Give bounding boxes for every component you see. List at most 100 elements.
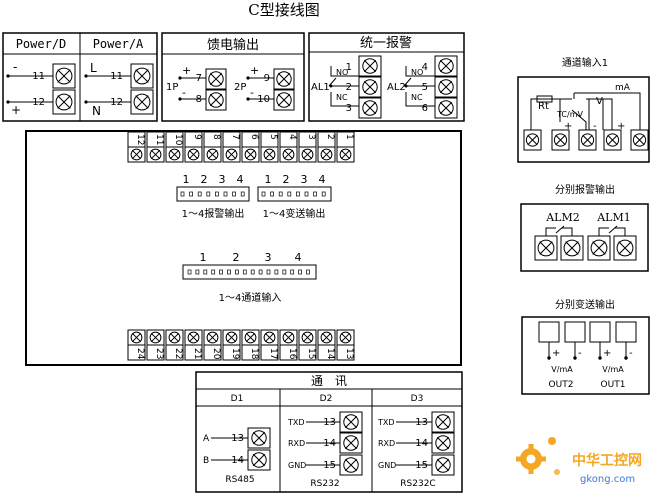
comm-d2-header: D2 bbox=[320, 394, 333, 404]
screw-terminal bbox=[434, 76, 458, 98]
main-bottom-screw-terminal bbox=[317, 329, 336, 346]
main-bottom-terminal-numbers: 24 23 22 21 20 19 18 17 16 15 14 13 bbox=[135, 348, 354, 360]
separate-alarm-terminal bbox=[613, 235, 637, 261]
main-bottom-num: 22 bbox=[173, 348, 183, 359]
main-top-screw-terminal bbox=[203, 146, 222, 163]
comm-d3-num: 13 bbox=[415, 417, 428, 428]
power-ac-terminals: L 11 N 12 bbox=[84, 61, 131, 118]
channel-input-sign-plus: + bbox=[564, 121, 572, 132]
screw-terminal bbox=[205, 89, 227, 111]
alarm-slot-connector bbox=[176, 186, 250, 202]
feed-wire-dot bbox=[246, 76, 250, 80]
out1-sign-plus: + bbox=[603, 348, 611, 359]
main-panel: 12 11 10 9 8 7 6 5 4 3 2 1 24 23 22 21 2… bbox=[25, 130, 462, 366]
channel-slot-pin bbox=[187, 269, 192, 275]
comm-d2-sig: RXD bbox=[288, 439, 305, 448]
al2-label: AL2 bbox=[387, 82, 406, 93]
main-top-number-cell bbox=[241, 131, 260, 148]
transmit-slot-num: 4 bbox=[319, 173, 326, 186]
feed-1p-num-8: 8 bbox=[196, 94, 202, 105]
comm-d3-terminal bbox=[431, 432, 455, 454]
channel-slot-pin bbox=[211, 269, 216, 275]
comm-d2-num: 15 bbox=[323, 460, 336, 471]
alm2-label: ALM2 bbox=[545, 211, 580, 224]
comm-d3-num: 14 bbox=[415, 438, 428, 449]
transmit-slot-num: 1 bbox=[265, 173, 272, 186]
main-top-screw-terminal bbox=[317, 146, 336, 163]
channel-input-terminal bbox=[523, 129, 542, 151]
main-bottom-number-cell bbox=[203, 344, 222, 361]
main-top-screw-terminal bbox=[127, 146, 146, 163]
comm-d2-sig: GND bbox=[288, 461, 306, 470]
comm-d3-sig: GND bbox=[378, 461, 396, 470]
unified-alarm-title: 统一报警 bbox=[360, 35, 412, 51]
alarm-slot-num: 3 bbox=[219, 173, 226, 186]
main-top-num: 11 bbox=[154, 134, 164, 145]
comm-d3-sig: RXD bbox=[378, 439, 395, 448]
alarm-slot-pin bbox=[240, 191, 245, 197]
comm-d2-proto: RS232 bbox=[310, 479, 339, 489]
main-top-number-cell bbox=[146, 131, 165, 148]
main-top-screw-terminal bbox=[146, 146, 165, 163]
channel-slot-pin bbox=[258, 269, 263, 275]
main-bottom-num: 14 bbox=[325, 348, 335, 360]
feed-1p-sign-plus: + bbox=[182, 64, 191, 77]
power-dc-num-12: 12 bbox=[32, 97, 45, 108]
main-bottom-num: 16 bbox=[287, 348, 297, 360]
power-box: Power/D Power/A - 11 + 12 L 11 N 12 bbox=[2, 32, 158, 122]
alarm-transmit-slots: 1 2 3 4 1 2 3 4 1～4报警输出 1～4变送输出 bbox=[176, 173, 332, 220]
screw-terminal bbox=[130, 63, 154, 89]
screw-terminal bbox=[130, 89, 154, 115]
channel-input-v-label: V bbox=[596, 96, 603, 107]
transmit-wire-dot bbox=[547, 356, 551, 360]
feed-1p-sign-minus: - bbox=[182, 86, 186, 99]
separate-transmit-terminal bbox=[615, 321, 637, 343]
separate-transmit-title: 分别变送输出 bbox=[555, 298, 615, 311]
comm-d1-terminal bbox=[247, 449, 271, 471]
gear-icon bbox=[516, 444, 546, 474]
transmit-slot-num: 2 bbox=[283, 173, 290, 186]
channel-slot-connector bbox=[182, 264, 317, 280]
main-bottom-screw-terminal bbox=[279, 329, 298, 346]
channel-input-rt-label: Rt bbox=[538, 101, 549, 112]
out2-sign-minus: - bbox=[578, 348, 582, 359]
comm-d1-proto: RS485 bbox=[225, 475, 254, 485]
transmit-wire-dot bbox=[624, 356, 628, 360]
watermark-brand: 中华工控网 bbox=[572, 452, 642, 469]
main-top-number-cell bbox=[184, 131, 203, 148]
out1-label: OUT1 bbox=[601, 380, 626, 390]
channel-slot-pin bbox=[290, 269, 295, 275]
comm-d1-num: 14 bbox=[231, 455, 244, 466]
main-top-num: 8 bbox=[211, 134, 221, 140]
main-bottom-num: 17 bbox=[268, 348, 278, 359]
channel-slot-pin bbox=[306, 269, 310, 275]
transmit-slot-pin bbox=[287, 191, 292, 197]
comm-d3-terminal bbox=[431, 411, 455, 433]
transmit-wire-dot bbox=[598, 356, 602, 360]
main-bottom-screw-terminal bbox=[146, 329, 165, 346]
feed-2p-label: 2P bbox=[234, 82, 246, 93]
terminal-blocks bbox=[52, 55, 649, 476]
main-bottom-number-cell bbox=[298, 344, 317, 361]
channel-slot-pin bbox=[298, 269, 302, 275]
channel-input-sign-plus2: + bbox=[617, 121, 625, 132]
power-ac-num-11: 11 bbox=[110, 71, 123, 82]
al1-num-3: 3 bbox=[346, 103, 352, 114]
diagram-title: C型接线图 bbox=[248, 1, 319, 19]
main-top-num: 12 bbox=[135, 134, 145, 145]
comm-d2-terminal bbox=[339, 432, 363, 454]
main-top-num: 3 bbox=[306, 134, 316, 140]
al2-num-6: 6 bbox=[422, 103, 428, 114]
main-bottom-num: 15 bbox=[306, 348, 316, 359]
channel-input-ma-label: mA bbox=[615, 83, 631, 93]
separate-transmit-terminal bbox=[564, 321, 586, 343]
channel-input-terminal bbox=[551, 129, 570, 151]
al1-num-2: 2 bbox=[346, 82, 352, 93]
main-bottom-number-cell bbox=[336, 344, 355, 361]
comm-d1-header: D1 bbox=[231, 394, 244, 404]
power-dc-terminals: - 11 + 12 bbox=[6, 60, 53, 117]
main-bottom-number-cell bbox=[222, 344, 241, 361]
feed-2p-sign-minus: - bbox=[250, 86, 254, 99]
channel-slot-pin bbox=[274, 269, 279, 275]
screw-terminal bbox=[358, 97, 382, 119]
